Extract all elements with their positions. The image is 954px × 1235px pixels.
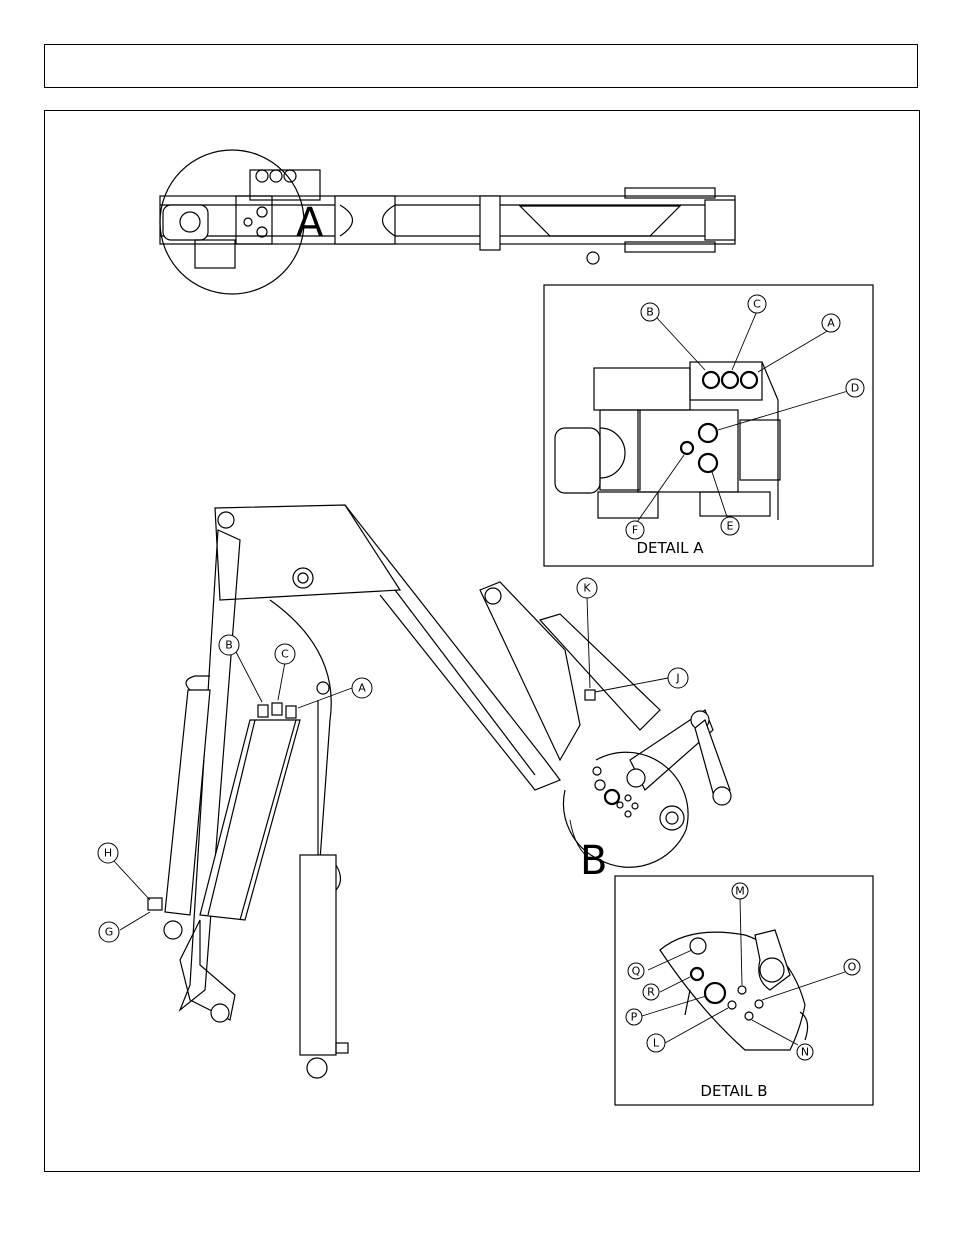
svg-text:C: C [753, 298, 761, 311]
svg-text:L: L [653, 1037, 660, 1050]
callout-l: L [646, 1033, 666, 1053]
svg-text:R: R [647, 986, 655, 999]
detail-b: L M N O P Q R DETAIL B [614, 875, 874, 1106]
callout-p: P [625, 1008, 643, 1026]
svg-text:P: P [631, 1011, 638, 1024]
detail-a-frame [543, 284, 874, 567]
callout-q: Q [627, 962, 645, 980]
detail-a: A B C D E F DETAIL A [543, 284, 874, 567]
svg-text:Q: Q [632, 965, 641, 978]
detail-b-frame [614, 875, 874, 1106]
svg-text:M: M [735, 885, 745, 898]
callout-b: B [640, 302, 660, 322]
callout-a: A [821, 313, 841, 333]
callout-f: F [625, 520, 645, 540]
detail-b-title: DETAIL B [700, 1082, 767, 1100]
svg-text:A: A [358, 682, 366, 695]
detail-a-callouts: A B C D E F [625, 294, 865, 540]
detail-a-title: DETAIL A [636, 539, 704, 557]
side-view: B A B C G H J K [97, 504, 732, 1079]
svg-text:J: J [675, 672, 679, 685]
side-callout-a: A [351, 677, 373, 699]
svg-text:D: D [851, 382, 859, 395]
svg-text:N: N [801, 1046, 809, 1059]
side-callouts: A B C G H J K [97, 577, 689, 943]
svg-text:O: O [848, 961, 857, 974]
callout-m: M [731, 882, 749, 900]
callout-d: D [845, 378, 865, 398]
detail-a-marker: A [296, 200, 324, 246]
svg-text:E: E [727, 520, 734, 533]
callout-n: N [796, 1043, 814, 1061]
svg-text:B: B [225, 639, 233, 652]
svg-text:B: B [646, 306, 654, 319]
svg-text:F: F [632, 524, 638, 537]
callout-o: O [843, 958, 861, 976]
detail-b-callouts: L M N O P Q R [625, 882, 861, 1061]
side-callout-g: G [98, 921, 120, 943]
side-callout-j: J [667, 667, 689, 689]
callout-r: R [642, 983, 660, 1001]
svg-text:G: G [105, 926, 114, 939]
detail-b-marker: B [580, 838, 607, 884]
side-callout-h: H [97, 842, 119, 864]
svg-text:A: A [827, 317, 835, 330]
main-frame [44, 110, 920, 1172]
top-view: A [159, 149, 736, 295]
header-box [44, 44, 918, 88]
svg-text:C: C [281, 648, 289, 661]
side-callout-k: K [576, 577, 598, 599]
side-callout-b: B [218, 634, 240, 656]
svg-text:K: K [583, 582, 591, 595]
side-callout-c: C [274, 643, 296, 665]
svg-text:H: H [104, 847, 112, 860]
callout-c: C [747, 294, 767, 314]
callout-e: E [720, 516, 740, 536]
